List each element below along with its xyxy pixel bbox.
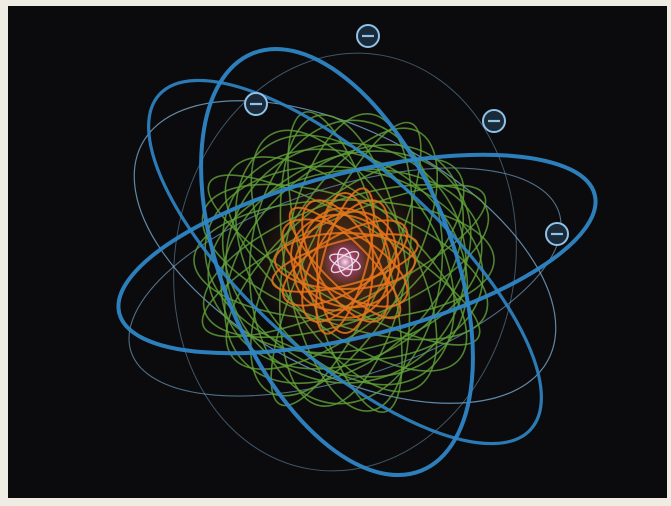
- nucleus-icon: [321, 238, 369, 286]
- electron-icon: [546, 223, 568, 245]
- electron-icon: [357, 25, 379, 47]
- nucleus-group: [321, 238, 369, 286]
- electron-icon: [483, 110, 505, 132]
- electron-icon: [245, 93, 267, 115]
